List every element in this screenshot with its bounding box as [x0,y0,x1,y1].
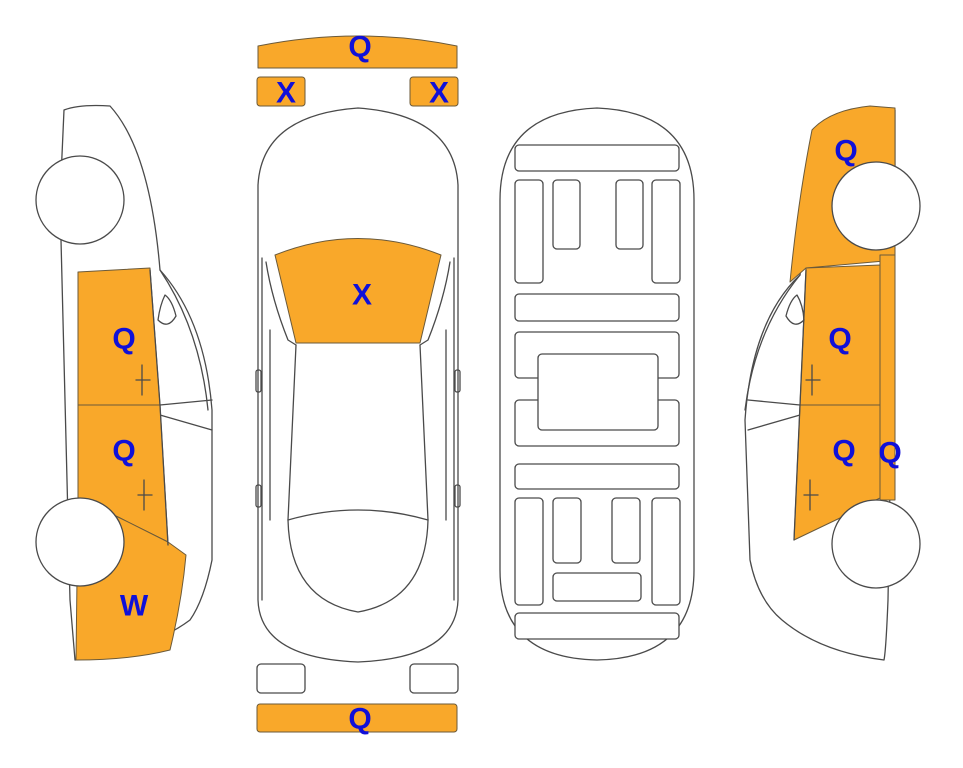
right-front-fender-code: Q [834,135,857,168]
right-front-door-code: Q [828,323,851,356]
left-front-door-panel[interactable]: Q [77,267,161,406]
right-headlight-panel[interactable]: X [409,76,459,110]
left-rear-quarter-code: W [120,590,149,623]
car-top-view [257,107,459,663]
left-rear-wheel [35,497,125,587]
rear-bumper-code: Q [348,703,371,736]
right-rocker-panel-code: Q [878,437,901,470]
left-rear-door-code: Q [112,435,135,468]
right-rear-door-code: Q [832,435,855,468]
front-bumper-panel[interactable]: Q [257,31,458,69]
left-headlight-code: X [276,77,296,110]
rear-bumper-panel[interactable]: Q [256,703,458,736]
right-rear-wheel [831,499,921,589]
hood-code: X [352,279,372,312]
hood-panel[interactable]: X [274,238,442,344]
car-top-view-details [255,261,461,613]
car-underbody-view [499,107,695,661]
right-headlight-code: X [429,77,449,110]
left-side-details [135,269,177,546]
right-front-wheel [831,161,921,251]
rear-lights [256,663,459,694]
right-side-details [785,269,821,541]
left-headlight-panel[interactable]: X [256,76,306,110]
left-front-door-code: Q [112,323,135,356]
right-rocker-panel[interactable]: Q [878,254,902,501]
front-bumper-code: Q [348,31,371,64]
left-front-wheel [35,155,125,245]
